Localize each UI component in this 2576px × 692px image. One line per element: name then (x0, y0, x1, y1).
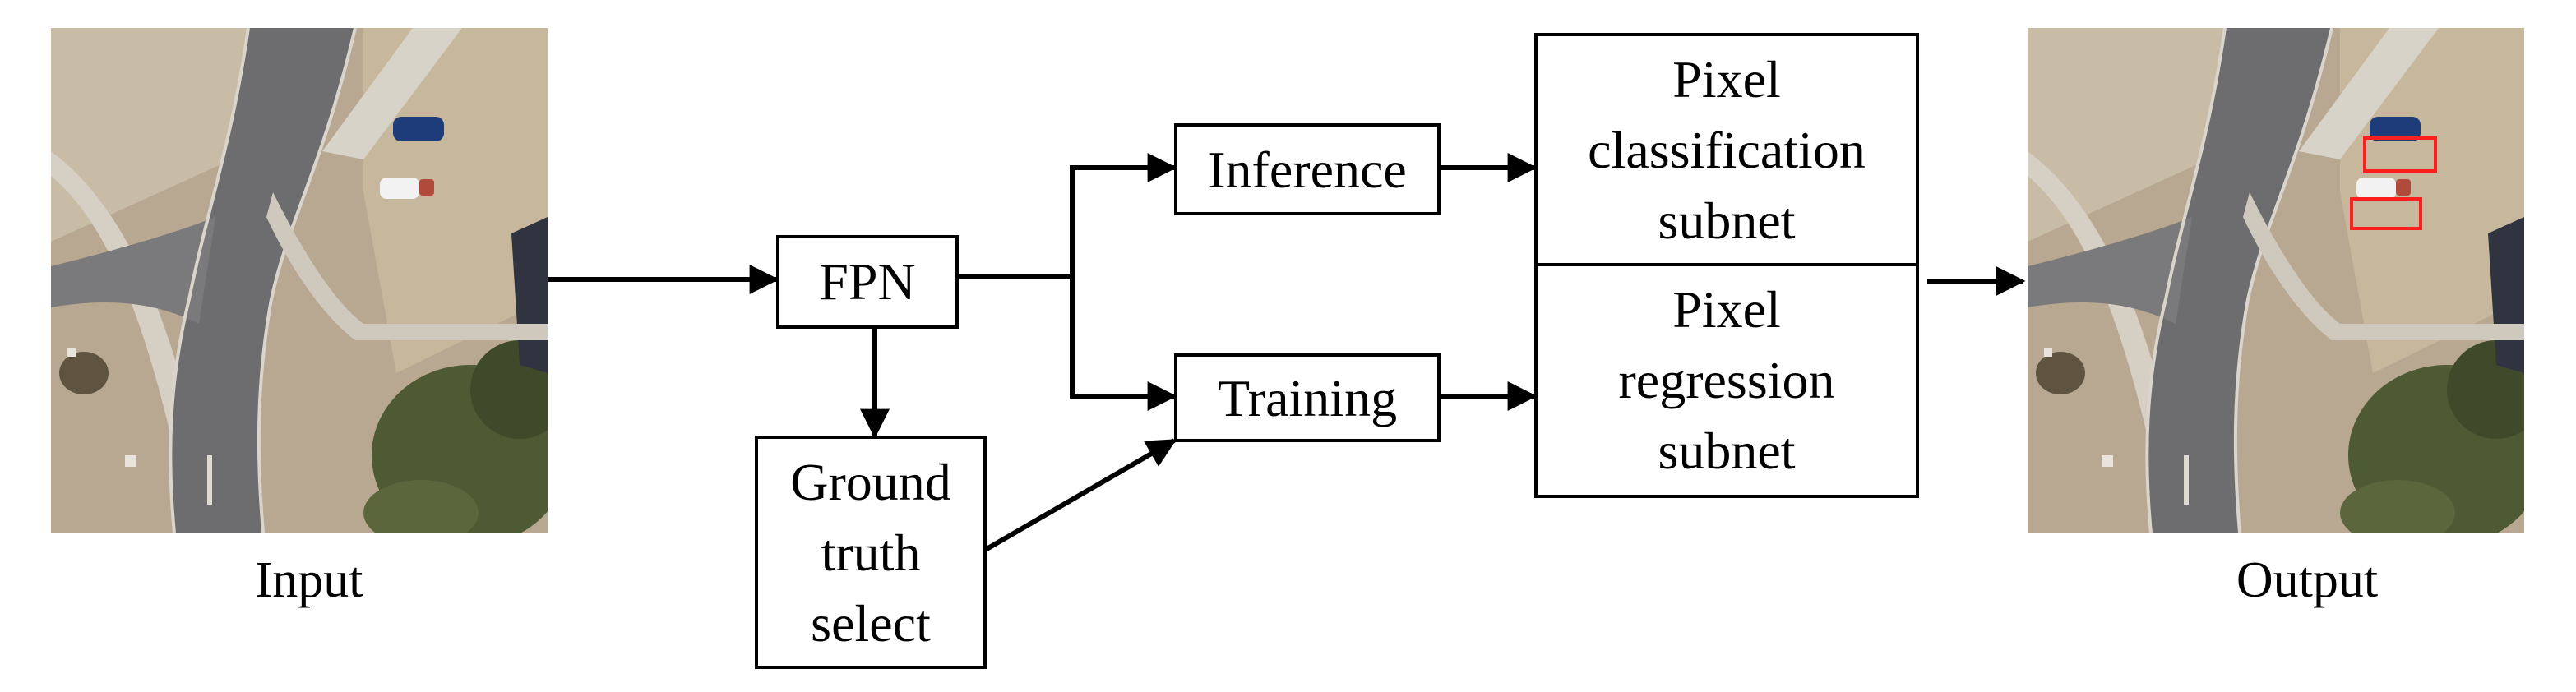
node-classification-line-2: classification (1588, 121, 1866, 179)
node-ground-truth-line-2: truth (821, 524, 921, 582)
node-inference-label: Inference (1208, 141, 1407, 199)
node-training: Training (1174, 353, 1441, 442)
node-pixel-regression-subnet: Pixel regression subnet (1534, 263, 1919, 498)
arrow-fpn-to-inference (957, 153, 1177, 279)
input-caption: Input (256, 552, 363, 608)
node-regression-line-3: subnet (1658, 422, 1795, 480)
detection-box (2363, 136, 2437, 173)
node-fpn-label: FPN (819, 252, 915, 311)
node-classification-line-3: subnet (1658, 191, 1795, 250)
node-regression-line-2: regression (1618, 351, 1834, 409)
node-pixel-classification-subnet: Pixel classification subnet (1534, 33, 1919, 266)
node-training-label: Training (1218, 369, 1397, 427)
detection-box (2350, 197, 2422, 230)
node-classification-line-1: Pixel (1672, 50, 1781, 108)
output-caption: Output (2236, 552, 2378, 608)
arrow-ground-truth-to-training (985, 438, 1177, 551)
node-regression-line-1: Pixel (1672, 280, 1781, 339)
node-inference: Inference (1174, 123, 1441, 215)
node-fpn: FPN (776, 235, 959, 329)
node-ground-truth-select: Ground truth select (755, 436, 987, 669)
node-ground-truth-line-1: Ground (790, 453, 951, 511)
node-ground-truth-line-3: select (811, 594, 931, 653)
arrow-fpn-to-training (1070, 276, 1177, 411)
output-image (2028, 28, 2524, 533)
input-image (51, 28, 548, 533)
